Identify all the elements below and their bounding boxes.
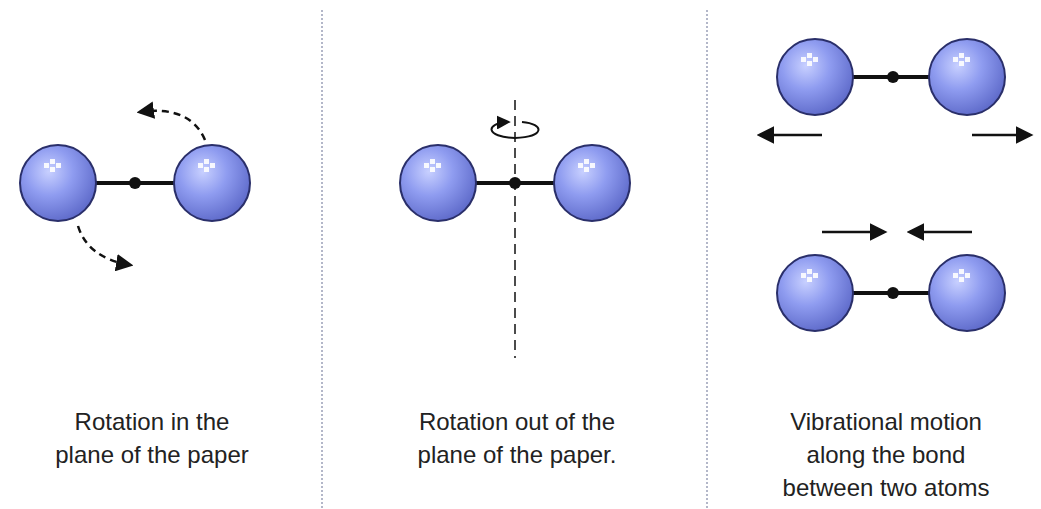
panel-divider (706, 10, 708, 509)
motion-arrow (972, 134, 1030, 137)
caption-text: Rotation in the plane of the paper (48, 405, 256, 471)
rotation-arrow (78, 226, 130, 265)
rotating-molecule (20, 145, 250, 221)
motion-arrow (910, 231, 972, 234)
motion-arrow (822, 231, 884, 234)
compressed-molecule (777, 255, 1005, 331)
caption-text: Vibrational motion along the bond betwee… (774, 405, 998, 504)
rotation-arrow (140, 111, 205, 140)
stretched-molecule (777, 39, 1005, 115)
motion-arrow (760, 134, 822, 137)
rotating-molecule (400, 145, 630, 221)
caption-text: Rotation out of the plane of the paper. (409, 405, 625, 471)
panel-divider (321, 10, 323, 509)
rotation-arrow (492, 122, 539, 138)
